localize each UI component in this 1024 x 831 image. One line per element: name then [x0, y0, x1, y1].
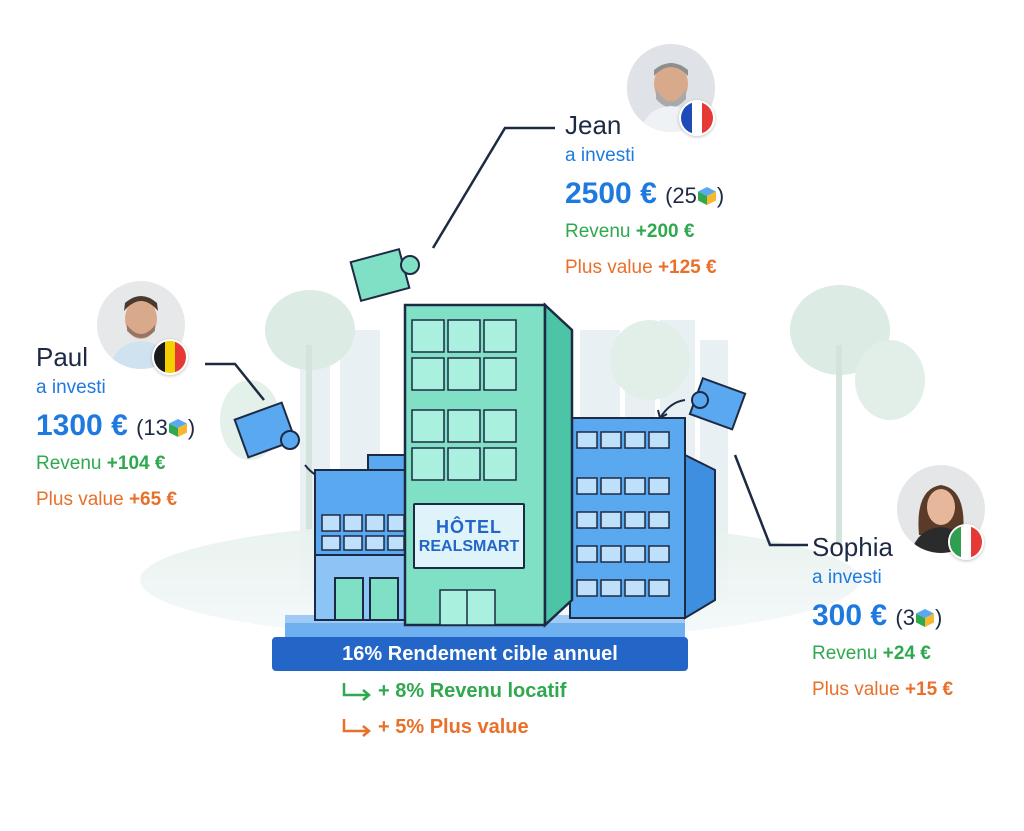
paul-card: Paul a investi 1300 € (13) Revenu +104 €…: [36, 342, 195, 511]
jean-amount: 2500 €: [565, 177, 657, 210]
token-cube-icon: [915, 609, 934, 627]
sophia-name: Sophia: [812, 532, 893, 562]
right-building: [569, 417, 716, 620]
target-yield-label: 16% Rendement cible annuel: [342, 642, 618, 665]
paul-invested-label: a investi: [36, 377, 106, 398]
jean-name: Jean: [565, 110, 622, 140]
sophia-card: Sophia a investi 300 € (3) Revenu +24 € …: [812, 532, 953, 701]
corner-arrow-icon: [342, 718, 371, 737]
breakdown-rental-text: + 8% Revenu locatif: [378, 680, 567, 702]
sophia-shares: (3): [895, 605, 943, 630]
jean-amount-row: 2500 € (25): [565, 177, 724, 211]
sophia-amount: 300 €: [812, 599, 888, 632]
paul-amount-row: 1300 € (13): [36, 409, 195, 443]
sophia-revenue: Revenu +24 €: [812, 643, 931, 664]
trees-background: [220, 285, 925, 545]
paul-name: Paul: [36, 342, 89, 372]
paul-shares: (13): [136, 415, 196, 440]
jean-connector: [431, 126, 555, 249]
sophia-gain: Plus value +15 €: [812, 679, 954, 700]
paul-gain: Plus value +65 €: [36, 489, 178, 510]
token-cube-icon: [168, 419, 187, 437]
italy-flag-icon: [948, 524, 984, 560]
puzzle-piece-icon: [233, 401, 300, 459]
sophia-amount-row: 300 € (3): [812, 599, 953, 633]
puzzle-piece-icon: [349, 247, 420, 303]
sophia-connector: [733, 454, 808, 547]
paul-amount: 1300 €: [36, 409, 128, 442]
belgium-flag-icon: [152, 339, 188, 375]
left-building: [314, 454, 411, 621]
hotel-sign: HÔTEL REALSMART: [413, 503, 525, 569]
breakdown-gain: + 5% Plus value: [340, 716, 529, 739]
jean-gain: Plus value +125 €: [565, 257, 717, 278]
arrow-icon: [659, 399, 686, 419]
france-flag-icon: [679, 100, 715, 136]
jean-shares: (25): [665, 183, 725, 208]
breakdown-gain-text: + 5% Plus value: [378, 716, 529, 738]
paul-revenue: Revenu +104 €: [36, 453, 166, 474]
jean-card: Jean a investi 2500 € (25) Revenu +200 €…: [565, 110, 724, 279]
corner-arrow-icon: [342, 682, 371, 701]
sophia-invested-label: a investi: [812, 567, 882, 588]
jean-invested-label: a investi: [565, 145, 635, 166]
target-yield-bar: 16% Rendement cible annuel: [272, 637, 688, 671]
paul-connector: [205, 362, 265, 401]
hotel-sign-line1: HÔTEL: [436, 516, 502, 537]
token-cube-icon: [697, 187, 716, 205]
breakdown-rental: + 8% Revenu locatif: [340, 680, 566, 703]
jean-revenue: Revenu +200 €: [565, 221, 695, 242]
hotel-sign-line2: REALSMART: [418, 537, 520, 555]
hotel-tower: [403, 302, 574, 628]
puzzle-piece-icon: [688, 376, 747, 431]
